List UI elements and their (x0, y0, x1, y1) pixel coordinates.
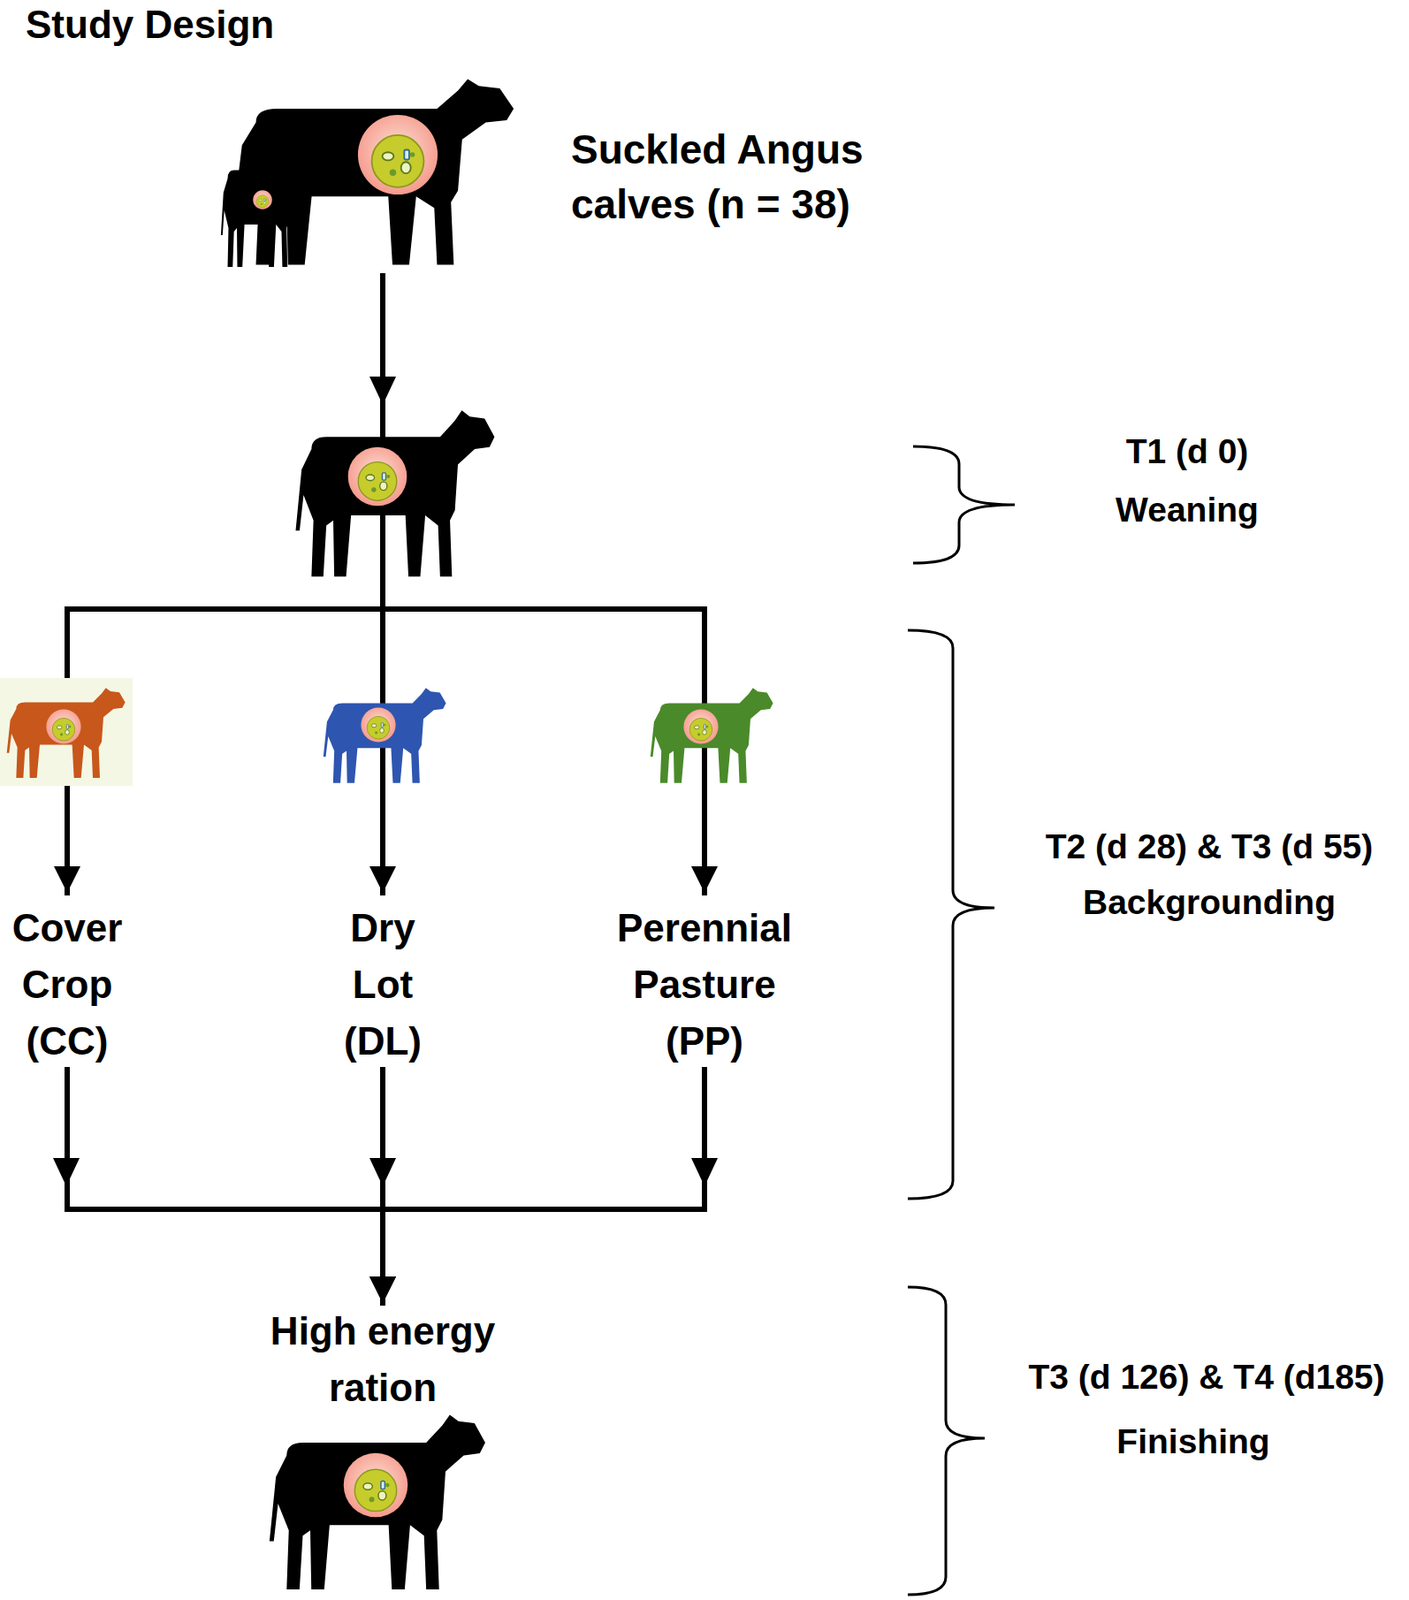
diagram-title: Study Design (25, 1, 275, 48)
flow-connector (382, 275, 705, 893)
timepoint-label: Finishing (1116, 1420, 1270, 1463)
node-label: Perennial Pasture (PP) (598, 899, 811, 1070)
node-label: Cover Crop (CC) (0, 899, 135, 1070)
node-label: Dry Lot (DL) (329, 899, 436, 1070)
source-herd: Suckled Angus calves (n = 38) (212, 70, 911, 276)
treatment-node: Cover Crop (CC) (0, 892, 135, 1070)
timepoint-label: Weaning (1115, 488, 1259, 532)
treatment-node: Dry Lot (DL) (329, 892, 436, 1070)
timepoint-label: T3 (d 126) & T4 (d185) (1028, 1355, 1385, 1399)
node-label: High energy ration (250, 1302, 516, 1417)
node-label: Suckled Angus calves (n = 38) (571, 121, 907, 232)
flow-connector (67, 1069, 383, 1303)
ration-node: High energy ration (250, 1302, 516, 1417)
treatment-node: Perennial Pasture (PP) (598, 892, 811, 1070)
timepoint-label: T1 (d 0) (1126, 430, 1250, 473)
flow-connector (67, 275, 383, 893)
timepoint-label: Backgrounding (1082, 881, 1336, 924)
timepoint-label: T2 (d 28) & T3 (d 55) (1045, 825, 1374, 869)
flow-connector (382, 1069, 705, 1303)
